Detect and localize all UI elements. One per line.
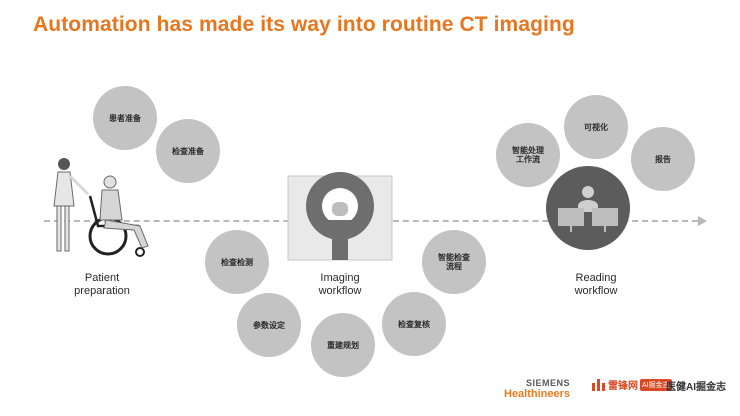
bubble-recon-plan: 重建规划	[311, 313, 375, 377]
reading-illustration-circle	[546, 166, 630, 250]
stage-imaging-workflow: Imaging workflow	[319, 272, 362, 298]
bubble-smart-workstation: 智能处理 工作流	[496, 123, 560, 187]
bubble-smart-flow: 智能检查 流程	[422, 230, 486, 294]
leifeng-logo: 雷锋网 AI掘金志	[592, 377, 672, 392]
stage-imaging-line2: workflow	[318, 285, 362, 297]
seated-patient-icon	[99, 175, 149, 249]
leifeng-mark-icon	[592, 378, 605, 391]
radiologist-monitors-icon	[558, 186, 618, 232]
timeline-arrowhead-icon	[698, 216, 707, 226]
bubble-exam-prep: 检查准备	[156, 119, 220, 183]
stage-imaging-line1: Imaging	[320, 272, 360, 284]
siemens-logo-line1: SIEMENS	[526, 378, 571, 388]
patient-wheelchair-illustration	[53, 158, 149, 257]
siemens-logo-line2: Healthineers	[504, 388, 571, 400]
bubble-exam-detect: 检查检测	[205, 230, 269, 294]
stage-reading-line2: workflow	[574, 285, 618, 297]
stage-patient-line1: Patient	[84, 272, 120, 284]
bubble-report: 报告	[631, 127, 695, 191]
bubble-patient-prep: 患者准备	[93, 86, 157, 150]
stage-patient-preparation: Patient preparation	[74, 272, 130, 298]
bubble-param-set: 参数设定	[237, 293, 301, 357]
bubble-exam-review: 检查复核	[382, 292, 446, 356]
slide-title: Automation has made its way into routine…	[33, 13, 575, 36]
bubble-visualization: 可视化	[564, 95, 628, 159]
siemens-healthineers-logo: SIEMENS Healthineers	[504, 378, 570, 400]
ct-scanner-illustration	[287, 172, 393, 261]
yijian-logo: 医健AI掘金志	[666, 382, 726, 393]
stage-patient-line2: preparation	[74, 285, 130, 297]
leifeng-logo-text: 雷锋网	[608, 381, 638, 392]
leifeng-logo-tag: AI掘金志	[640, 378, 672, 391]
stage-reading-workflow: Reading workflow	[575, 272, 618, 298]
stage-reading-line1: Reading	[575, 272, 617, 284]
nurse-figure-icon	[53, 158, 90, 252]
